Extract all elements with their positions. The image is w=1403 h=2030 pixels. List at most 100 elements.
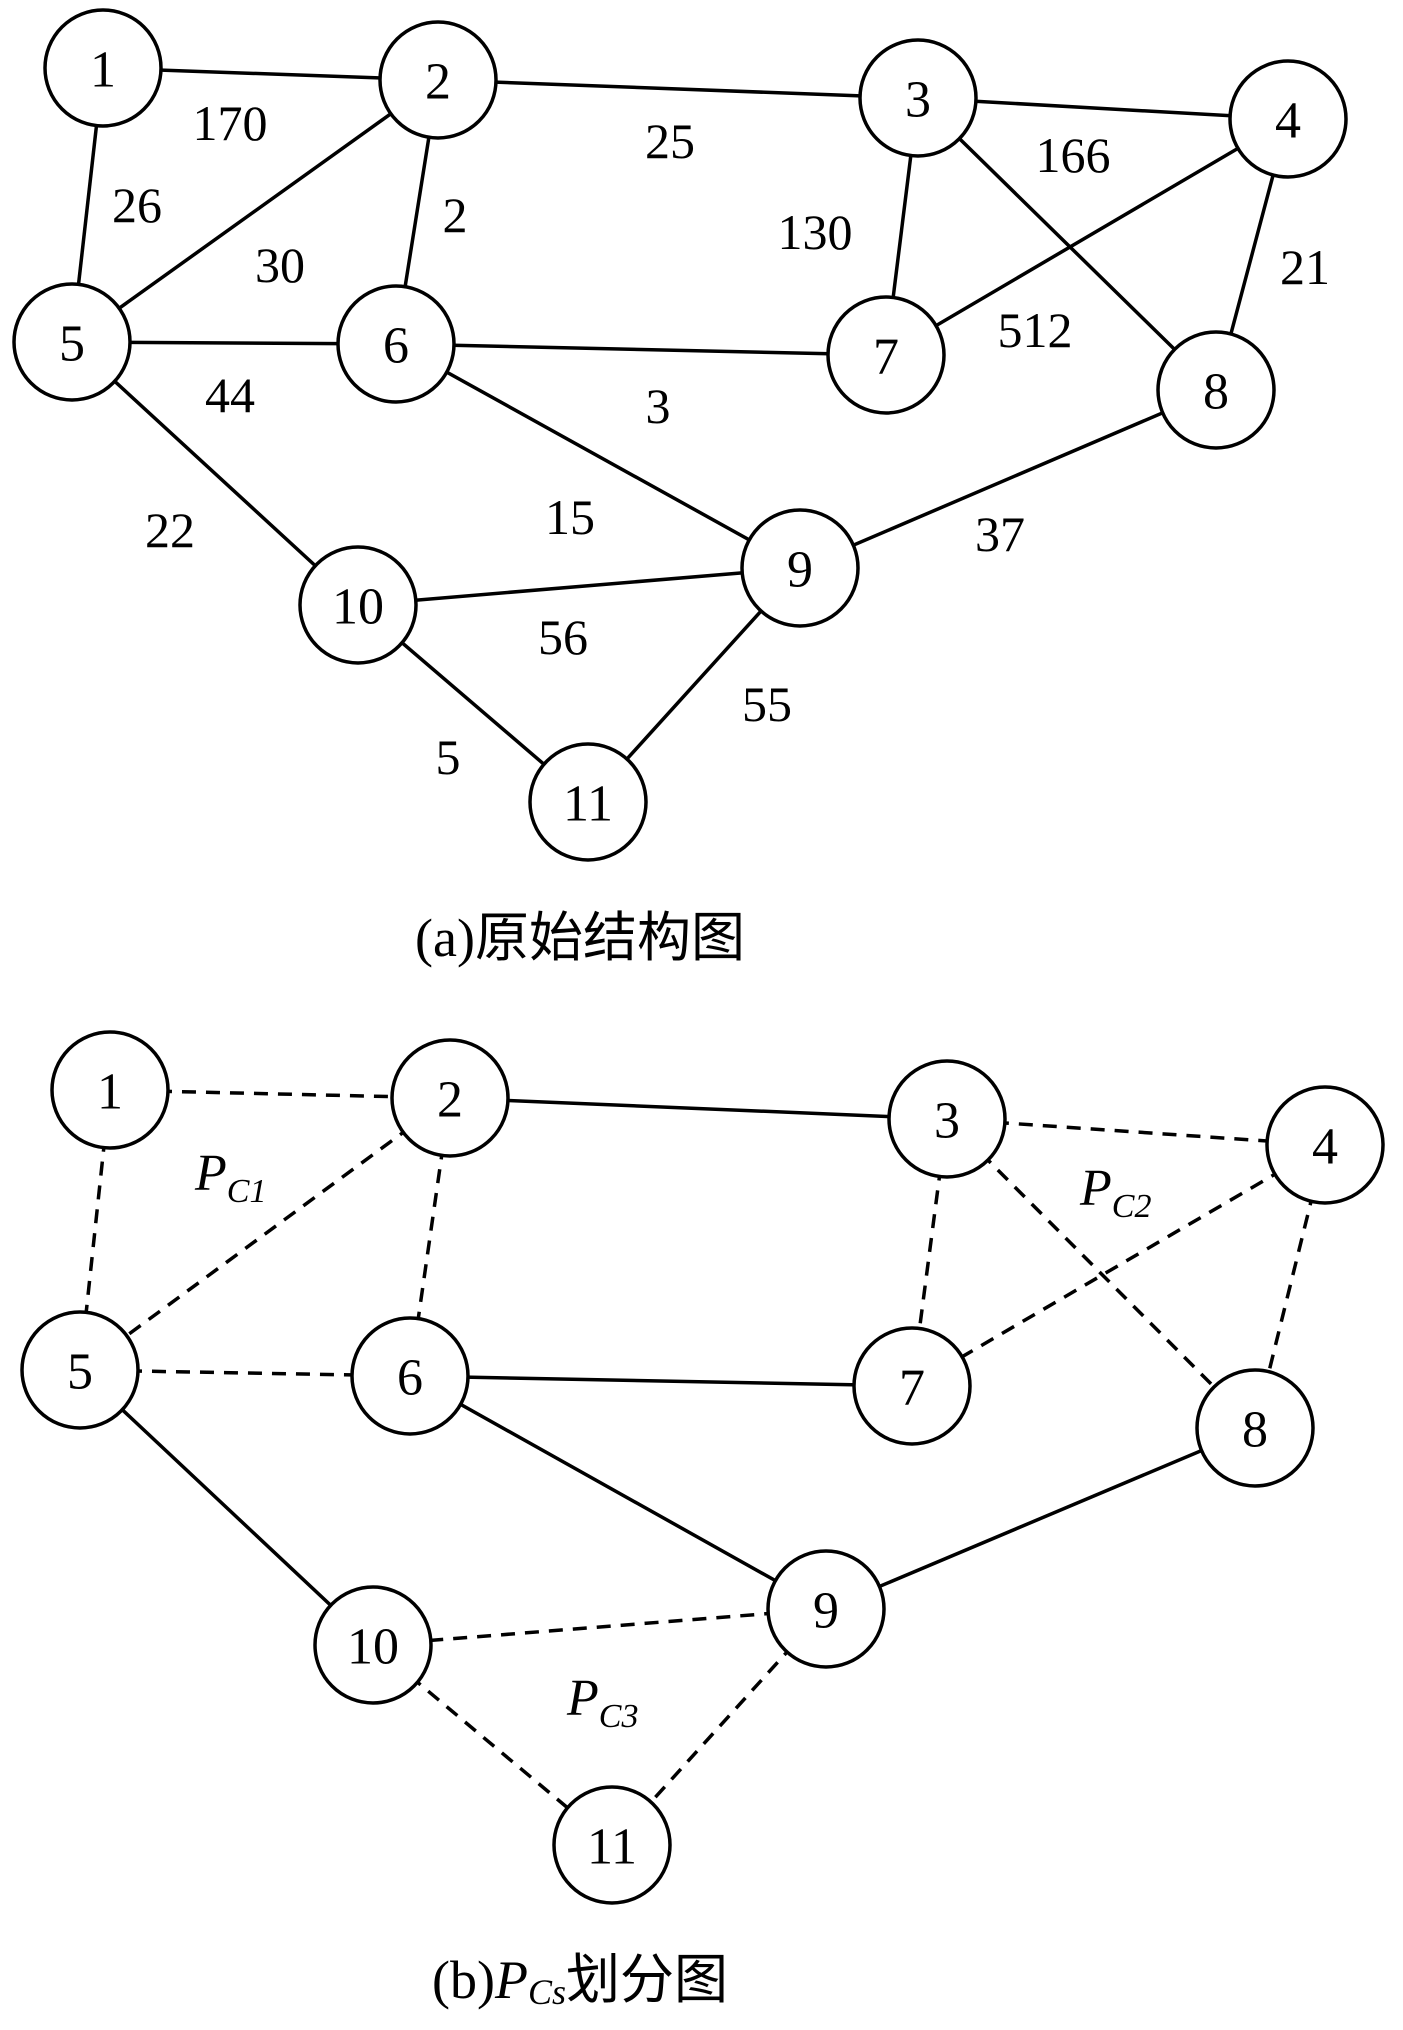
- a-node-7: 7: [826, 295, 946, 415]
- a-edge-weight-6-7: 3: [646, 378, 671, 434]
- region-label-pc2: PC2: [1079, 1160, 1151, 1225]
- a-node-1-label: 1: [90, 42, 116, 99]
- a-edge-5-10: [70, 340, 360, 607]
- a-edge-2-3: [437, 78, 919, 100]
- b-node-1: 1: [50, 1030, 170, 1150]
- a-node-4-circle: [1228, 59, 1348, 179]
- a-edge-6-9: [395, 342, 801, 570]
- a-edge-4-7: [885, 117, 1289, 357]
- a-node-8: 8: [1156, 330, 1276, 450]
- b-node-8-label: 8: [1242, 1402, 1268, 1459]
- b-edge-6-7: [409, 1374, 913, 1388]
- b-edge-4-7: [911, 1143, 1326, 1388]
- b-edge-8-9: [825, 1426, 1256, 1611]
- a-node-1: 1: [43, 8, 163, 128]
- a-node-11-circle: [528, 742, 648, 862]
- figure-a-caption: (a)原始结构图: [415, 908, 745, 968]
- a-node-9-label: 9: [787, 542, 813, 599]
- b-node-7-label: 7: [899, 1360, 925, 1417]
- b-node-6-label: 6: [397, 1350, 423, 1407]
- a-node-2-circle: [378, 20, 498, 140]
- figure-b-caption: (b)PCs划分图: [432, 1950, 728, 2012]
- a-edge-weight-9-10: 56: [538, 609, 588, 665]
- a-edge-weight-3-8: 512: [998, 302, 1073, 358]
- b-edge-3-8: [945, 1117, 1257, 1430]
- a-node-4: 4: [1228, 59, 1348, 179]
- b-node-5-label: 5: [67, 1344, 93, 1401]
- a-node-5: 5: [12, 282, 132, 402]
- a-node-3-label: 3: [905, 72, 931, 129]
- a-edge-weight-9-11: 55: [742, 676, 792, 732]
- a-edge-weight-3-4: 166: [1036, 127, 1111, 183]
- a-edge-weight-2-6: 2: [443, 187, 468, 243]
- region-label-pc1: PC1: [194, 1145, 266, 1210]
- a-edge-3-4: [917, 96, 1289, 121]
- b-node-4: 4: [1265, 1085, 1385, 1205]
- b-node-11: 11: [552, 1785, 672, 1905]
- a-node-2-label: 2: [425, 54, 451, 111]
- a-node-8-label: 8: [1203, 364, 1229, 421]
- a-node-5-circle: [12, 282, 132, 402]
- a-node-3-circle: [858, 38, 978, 158]
- a-node-11-label: 11: [563, 776, 613, 833]
- a-node-2: 2: [378, 20, 498, 140]
- b-node-6-circle: [350, 1316, 470, 1436]
- a-edge-8-9: [799, 388, 1217, 570]
- a-node-7-circle: [826, 295, 946, 415]
- b-node-10: 10: [313, 1585, 433, 1705]
- a-node-10-circle: [298, 545, 418, 665]
- a-edge-9-10: [357, 566, 801, 607]
- a-node-6: 6: [336, 284, 456, 404]
- a-node-4-label: 4: [1275, 93, 1301, 150]
- a-edge-weight-3-7: 130: [778, 204, 853, 260]
- b-node-2-label: 2: [437, 1072, 463, 1129]
- a-node-5-label: 5: [59, 316, 85, 373]
- a-edge-weight-5-6: 44: [205, 367, 255, 423]
- b-edge-9-10: [372, 1607, 827, 1647]
- a-edge-weight-1-5: 26: [112, 177, 162, 233]
- a-edge-3-8: [916, 96, 1218, 392]
- a-edge-weight-10-11: 5: [436, 729, 461, 785]
- b-edge-2-5: [78, 1096, 452, 1372]
- b-node-10-label: 10: [347, 1619, 399, 1676]
- b-edge-5-10: [78, 1368, 375, 1647]
- b-edge-3-4: [946, 1117, 1326, 1147]
- b-node-8: 8: [1195, 1368, 1315, 1488]
- a-edge-weight-4-8: 21: [1280, 239, 1330, 295]
- a-node-9-circle: [740, 508, 860, 628]
- a-node-9: 9: [740, 508, 860, 628]
- b-node-6: 6: [350, 1316, 470, 1436]
- b-edge-2-3: [449, 1096, 948, 1121]
- a-edge-weight-2-3: 25: [645, 113, 695, 169]
- b-node-5: 5: [20, 1310, 140, 1430]
- b-node-11-label: 11: [587, 1819, 637, 1876]
- b-node-4-circle: [1265, 1085, 1385, 1205]
- a-node-10: 10: [298, 545, 418, 665]
- a-edge-6-7: [395, 342, 887, 357]
- a-node-7-label: 7: [873, 329, 899, 386]
- a-edge-weight-5-10: 22: [145, 502, 195, 558]
- a-node-6-label: 6: [383, 318, 409, 375]
- b-node-10-circle: [313, 1585, 433, 1705]
- b-node-11-circle: [552, 1785, 672, 1905]
- b-node-9-label: 9: [813, 1583, 839, 1640]
- b-node-2-circle: [390, 1038, 510, 1158]
- a-node-10-label: 10: [332, 579, 384, 636]
- a-edge-weight-6-9: 15: [545, 489, 595, 545]
- b-node-9: 9: [766, 1549, 886, 1669]
- a-node-6-circle: [336, 284, 456, 404]
- b-node-4-label: 4: [1312, 1119, 1338, 1176]
- b-node-8-circle: [1195, 1368, 1315, 1488]
- b-node-7: 7: [852, 1326, 972, 1446]
- a-edge-weight-1-2: 170: [193, 95, 268, 151]
- b-node-5-circle: [20, 1310, 140, 1430]
- b-edge-6-9: [409, 1374, 827, 1611]
- a-node-11: 11: [528, 742, 648, 862]
- b-node-1-label: 1: [97, 1064, 123, 1121]
- b-node-7-circle: [852, 1326, 972, 1446]
